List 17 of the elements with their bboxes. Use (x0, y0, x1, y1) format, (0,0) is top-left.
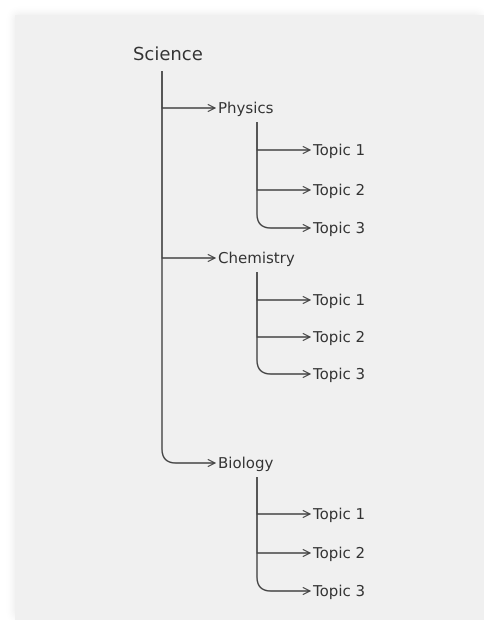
connector-arrow (256, 477, 311, 596)
tree-node-label: Topic 2 (313, 542, 366, 564)
tree-node-label: Topic 2 (313, 326, 366, 348)
tree-node-label: Topic 3 (313, 580, 366, 602)
tree-node-label: Topic 2 (313, 179, 366, 201)
tree-node-label: Topic 1 (313, 289, 366, 311)
connector-arrow (256, 122, 311, 232)
tree-node-label: Physics (218, 97, 274, 119)
tree-node-label: Chemistry (218, 247, 295, 269)
tree-node-label: Topic 1 (313, 503, 366, 525)
tree-node-label: Topic 1 (313, 139, 366, 161)
connector-arrow (161, 71, 216, 468)
connector-arrow (256, 272, 311, 378)
tree-node-label: Topic 3 (313, 217, 366, 239)
tree-node-label: Topic 3 (313, 363, 366, 385)
tree-node-label: Science (133, 42, 203, 68)
tree-node-label: Biology (218, 452, 274, 474)
